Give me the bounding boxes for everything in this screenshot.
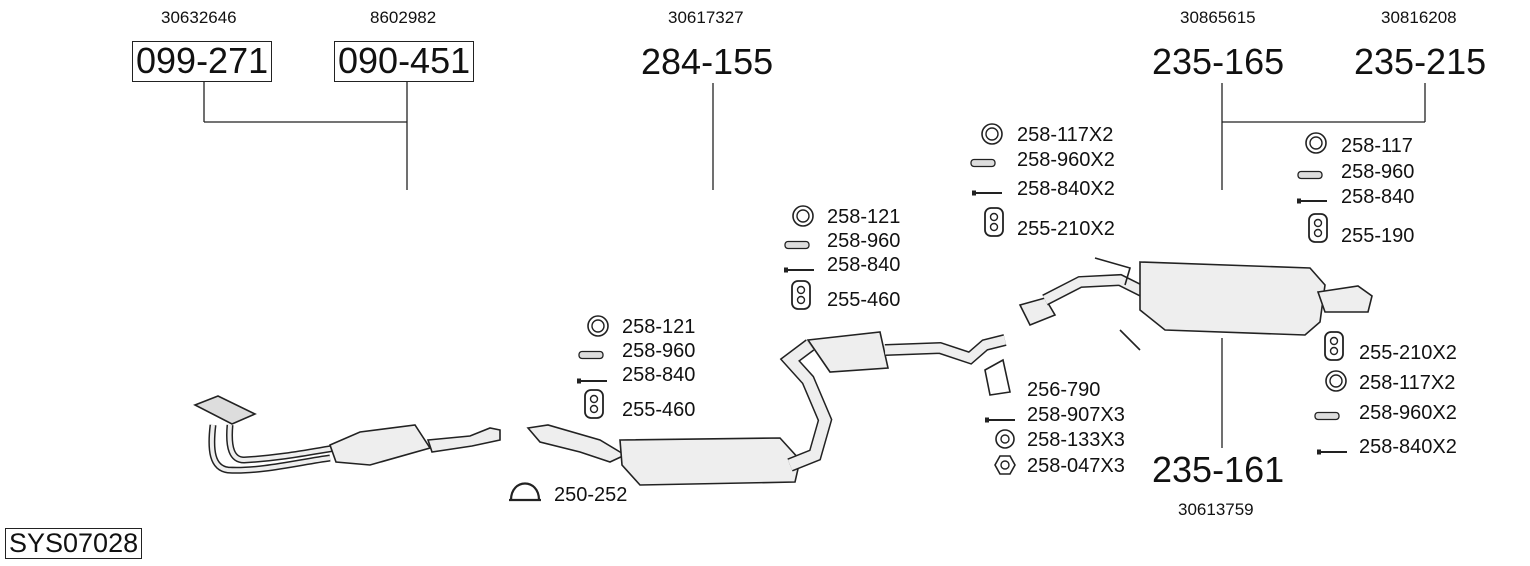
fitting-label: 255-210X2 [1359, 342, 1457, 364]
fitting-label: 258-960 [1341, 161, 1415, 183]
fitting-label: 258-117X2 [1359, 372, 1456, 394]
part-number: 284-155 [641, 41, 774, 82]
fitting-label: 258-840 [827, 254, 901, 276]
part-number: 235-161 [1152, 449, 1285, 490]
part-number: 235-215 [1354, 41, 1487, 82]
front-pipe-catalyst [193, 395, 501, 474]
fitting-label: 258-840 [1341, 186, 1415, 208]
fitting-label: 258-121 [827, 206, 901, 228]
fitting-label: 258-133X3 [1027, 429, 1125, 451]
fitting-label: 258-117X2 [1017, 124, 1114, 146]
leader-lines [203, 81, 1426, 448]
system-code: SYS07028 [5, 528, 143, 560]
fitting-label: 258-840 [622, 364, 696, 386]
fitting-label: 258-117 [1341, 135, 1413, 157]
fitting-label: 258-121 [622, 316, 696, 338]
part-number: 235-165 [1152, 41, 1285, 82]
rear-muffler [1018, 257, 1373, 351]
fitting-label: 255-460 [827, 289, 901, 311]
fitting-label: 258-840X2 [1359, 436, 1457, 458]
fitting-label: 258-960 [622, 340, 696, 362]
oe-number: 30865615 [1180, 8, 1256, 27]
middle-muffler [526, 331, 1007, 486]
fitting-icons [509, 123, 1348, 502]
oe-number: 30632646 [161, 8, 237, 27]
oe-number: 30613759 [1178, 500, 1254, 519]
fitting-label: 250-252 [554, 484, 628, 506]
oe-number: 30816208 [1381, 8, 1457, 27]
fitting-label: 255-460 [622, 399, 696, 421]
fitting-label: 256-790 [1027, 379, 1101, 401]
part-number: 090-451 [334, 41, 475, 82]
part-number: 099-271 [132, 41, 273, 82]
fitting-label: 255-210X2 [1017, 218, 1115, 240]
fitting-label: 258-960 [827, 230, 901, 252]
fitting-label: 258-960X2 [1017, 149, 1115, 171]
oe-number: 30617327 [668, 8, 744, 27]
fitting-label: 258-840X2 [1017, 178, 1115, 200]
fitting-label: 258-047X3 [1027, 455, 1125, 477]
fitting-label: 258-960X2 [1359, 402, 1457, 424]
fitting-label: 258-907X3 [1027, 404, 1125, 426]
fitting-label: 255-190 [1341, 225, 1415, 247]
oe-number: 8602982 [370, 8, 437, 27]
